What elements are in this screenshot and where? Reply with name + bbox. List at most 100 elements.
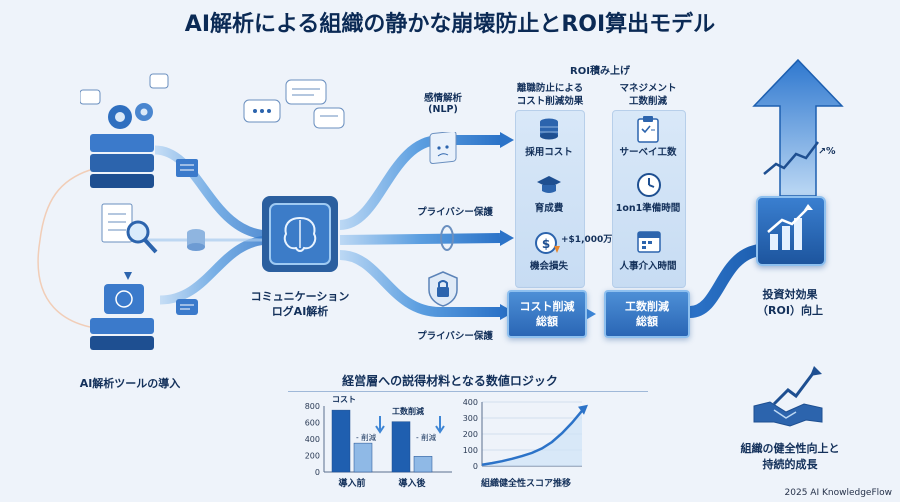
mgmt-total-box: 工数削減 総額: [604, 290, 690, 338]
mgmt-total-2: 総額: [636, 315, 658, 328]
roi-label-1: 投資対効果: [762, 288, 818, 301]
chart-title: 組織健全性スコア推移: [481, 477, 571, 489]
sentiment-label-1: 感情解析: [423, 93, 462, 104]
y-tick-label: 0: [315, 468, 320, 477]
page-title: AI解析による組織の静かな崩壊防止とROI算出モデル: [184, 12, 716, 37]
cost-column: [515, 110, 585, 288]
sad-face-icon: [428, 130, 460, 170]
magnifier-icon: [126, 220, 158, 254]
center-label-1: コミュニケーション: [250, 290, 350, 303]
mgmt-header-2: 工数削減: [628, 96, 667, 107]
y-tick-label: 0: [473, 462, 478, 471]
arrowhead: [500, 230, 514, 246]
server-base-icon: [90, 318, 154, 350]
ribbon: [689, 244, 762, 318]
annotation-label: - 削減: [416, 432, 437, 442]
speech-bubble-icon: [285, 79, 327, 105]
cost-item: 採用コスト: [525, 147, 573, 158]
logic-title: 経営層への説得材料となる数値ロジック: [342, 374, 558, 388]
brain-icon: [283, 216, 317, 252]
y-tick-label: 300: [463, 414, 478, 423]
y-tick-label: 600: [305, 419, 320, 428]
coin-stack-icon: [536, 116, 562, 146]
privacy-label-top: プライバシー保護: [417, 207, 493, 218]
down-arrow: [435, 416, 445, 434]
svg-text:$: $: [542, 237, 550, 251]
ribbon: [339, 233, 501, 245]
trend-line-icon: [762, 138, 822, 178]
chat-bubble-icon: [79, 73, 169, 105]
growth-label-1: 組織の健全性向上と: [740, 442, 840, 455]
ribbon: [37, 169, 121, 331]
area-fill: [482, 410, 582, 466]
series-label: コスト: [332, 395, 356, 404]
bar: [331, 409, 351, 473]
divider: [288, 391, 648, 392]
x-tick-label: 導入前: [338, 477, 365, 489]
filter-ring-icon: [438, 224, 456, 256]
document-icon: [101, 203, 133, 243]
cost-item: 機会損失: [529, 261, 568, 272]
mgmt-item: サーベイ工数: [619, 147, 677, 158]
mgmt-item: 1on1準備時間: [615, 203, 681, 214]
clipboard-icon: [636, 115, 660, 147]
arrow-down-icon: [124, 272, 132, 280]
bar: [413, 456, 433, 473]
y-tick-label: 400: [463, 398, 478, 407]
file-icon: [175, 158, 199, 182]
sentiment-label-2: (NLP): [428, 104, 458, 115]
bar-chart-badge-icon: [756, 196, 826, 266]
server-stack-icon: [90, 134, 154, 188]
cost-total-1: コスト削減: [519, 300, 575, 313]
growth-arrow-icon: [770, 360, 830, 410]
down-arrow: [375, 416, 385, 434]
clock-icon: [636, 172, 662, 202]
percent-label: ↗%: [818, 146, 836, 157]
y-tick-label: 100: [463, 446, 478, 455]
handshake-icon: [752, 396, 824, 430]
ribbon: [159, 235, 271, 305]
ai-chip: [262, 196, 338, 272]
cost-header-1: 離職防止による: [516, 83, 584, 94]
ribbon: [339, 250, 500, 317]
center-label-2: ログAI解析: [271, 305, 329, 318]
database-icon: [185, 228, 207, 256]
roi-label-2: （ROI）向上: [757, 304, 823, 317]
calendar-icon: [636, 228, 662, 258]
privacy-label-bottom: プライバシー保護: [417, 331, 493, 342]
mgmt-header-1: マネジメント: [619, 83, 677, 94]
y-tick-label: 400: [305, 435, 320, 444]
cost-total-2: 総額: [536, 315, 558, 328]
graduation-cap-icon: [536, 174, 562, 200]
mgmt-total-1: 工数削減: [625, 300, 669, 313]
speech-bubble-icon: [313, 107, 345, 129]
cost-header-2: コスト削減効果: [516, 96, 584, 107]
line-arrowhead: [578, 404, 588, 415]
speech-bubbles: [240, 78, 350, 138]
shield-lock-icon: [426, 270, 460, 312]
ribbon: [154, 145, 271, 240]
y-tick-label: 200: [305, 452, 320, 461]
series-label: 工数削減: [392, 406, 424, 416]
money-bag-icon: $: [534, 228, 562, 260]
mgmt-item: 人事介入時間: [619, 261, 677, 272]
ai-chip-icon: [104, 284, 144, 314]
x-tick-label: 導入後: [398, 477, 426, 489]
series-line: [481, 409, 583, 466]
cost-total-box: コスト削減 総額: [507, 290, 587, 338]
roi-stack-title: ROI積み上げ: [570, 66, 630, 77]
left-stack: [79, 72, 170, 372]
footer: 2025 AI KnowledgeFlow: [784, 488, 892, 498]
growth-label-2: 持続的成長: [762, 458, 818, 471]
bar: [353, 442, 373, 473]
chat-icon: [175, 298, 199, 322]
left-label: AI解析ツールの導入: [79, 377, 181, 390]
annotation-label: - 削減: [356, 432, 377, 442]
gear-icon: [108, 103, 153, 129]
cost-item: 育成費: [534, 203, 564, 214]
cost-amount: +$1,000万: [561, 235, 613, 245]
y-tick-label: 800: [305, 402, 320, 411]
y-tick-label: 200: [463, 430, 478, 439]
